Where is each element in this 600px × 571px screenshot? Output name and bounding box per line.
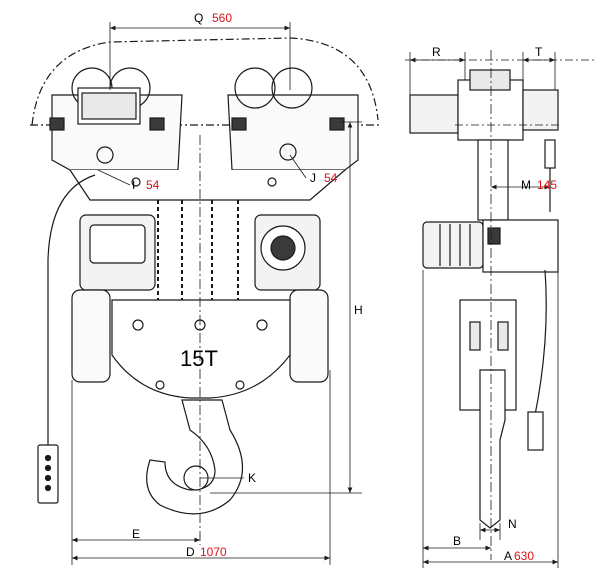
dim-a-letter: A [504,549,513,563]
dim-a-value: 630 [514,549,535,563]
hook [146,399,243,515]
dim-q-letter: Q [194,11,204,25]
front-view [30,37,380,515]
capacity-label: 15T [180,346,218,371]
dim-d-letter: D [186,545,195,559]
trolley-wheels [71,67,313,125]
right-skirt [289,289,329,383]
dim-r-letter: R [432,45,441,59]
dim-i-letter: I [132,178,136,192]
side-view [405,59,595,529]
side-hanger [477,139,509,221]
dim-e-letter: E [132,527,141,541]
dim-t-letter: T [535,45,543,59]
dim-m-letter: M [521,178,531,192]
dim-m-value: 145 [537,178,558,192]
side-hook [479,369,506,529]
dim-k-letter: K [248,471,257,485]
dim-b-letter: B [453,534,462,548]
side-pendant-control [527,411,544,451]
left-skirt [71,289,111,383]
dim-i-value: 54 [146,178,160,192]
side-trolley-motor [409,94,459,134]
load-chains [157,200,239,300]
dim-d-value: 1070 [200,545,227,559]
dim-n-letter: N [508,517,517,531]
side-hoist-motor [422,221,484,269]
dim-j-value: 54 [324,171,338,185]
hook-block [111,299,291,399]
rail-clamps [49,117,345,131]
pendant-control [37,444,59,504]
pendant-cable [47,174,96,445]
yoke [69,169,346,201]
dim-q-value: 560 [212,11,233,25]
dim-j-letter: J [310,171,316,185]
dim-h-letter: H [354,303,363,317]
